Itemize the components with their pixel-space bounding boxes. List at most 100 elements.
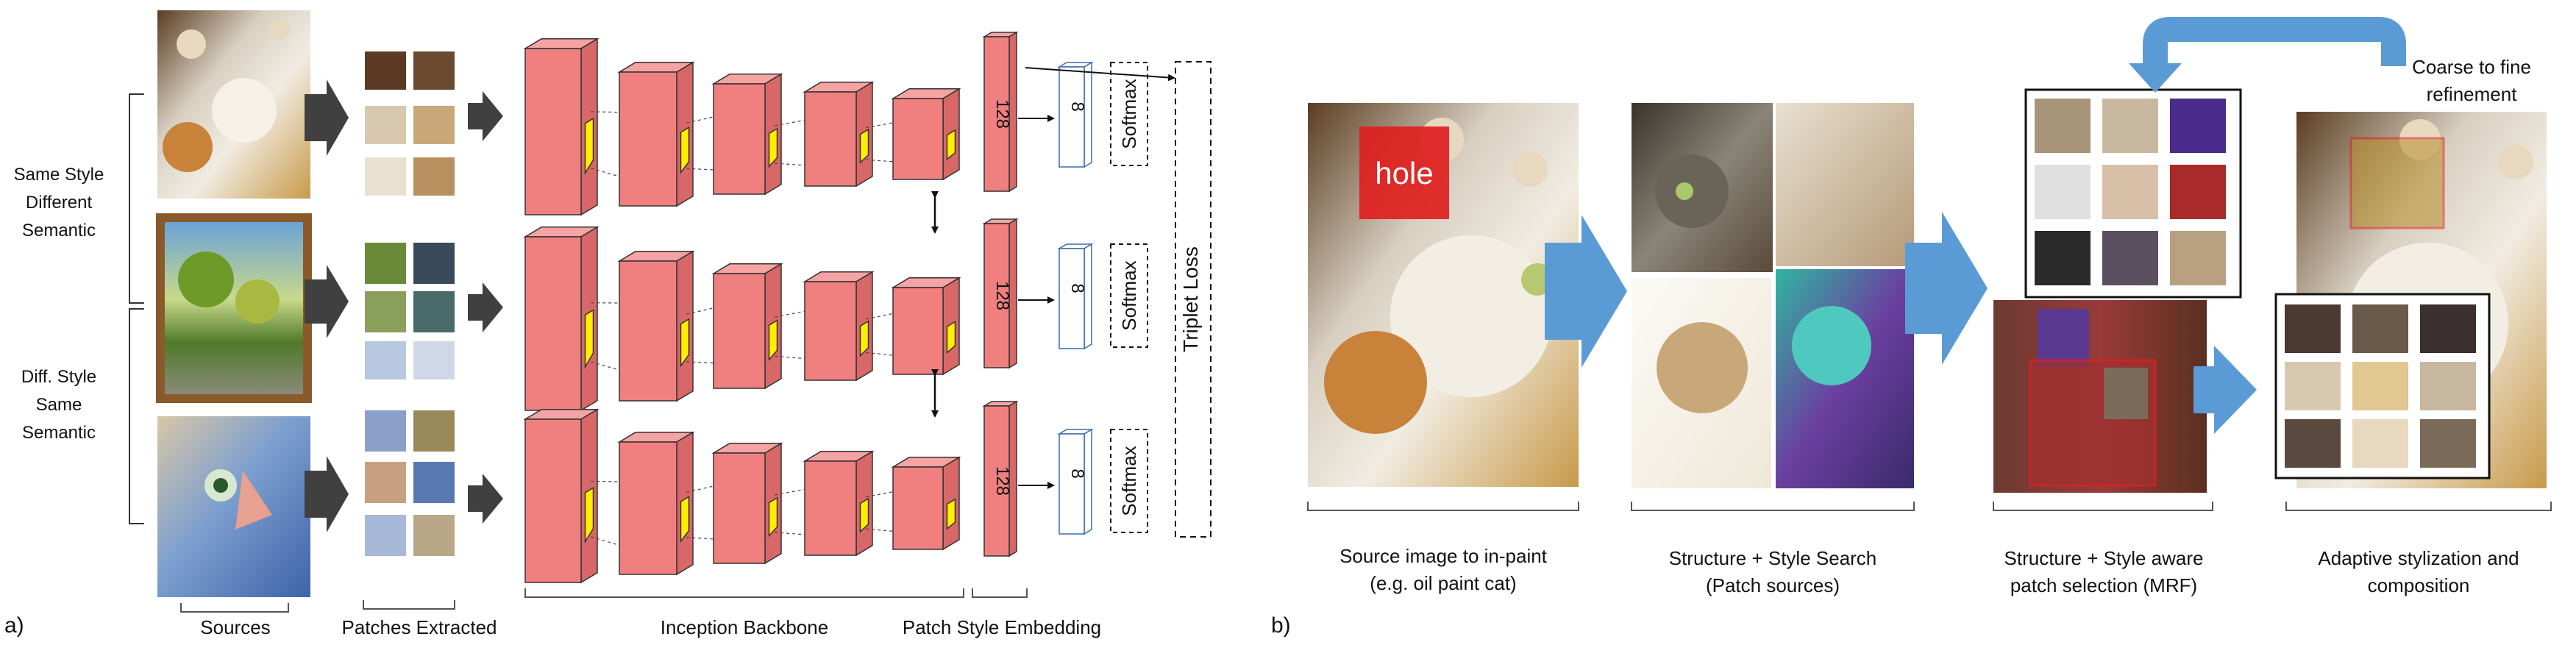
embedding-dim-label-2: 128 [992, 281, 1012, 310]
head-block-2: 8 [1057, 243, 1094, 350]
softmax-label-1: Softmax [1118, 79, 1140, 149]
softmax-label-3: Softmax [1118, 446, 1140, 516]
caption-selection-line-2: patch selection (MRF) [2010, 574, 2197, 596]
composition-grid [2274, 293, 2491, 479]
backbone-row-1-block-4 [803, 81, 875, 188]
conv-kernel [584, 117, 594, 176]
embedding-to-loss-line [1025, 67, 1175, 82]
composition-patch [2420, 419, 2476, 468]
same-style-line-1: Same Style [14, 165, 104, 185]
conv-kernel [680, 126, 690, 174]
conv-kernel [680, 496, 690, 543]
triplet-loss-box: Triplet Loss [1175, 61, 1211, 538]
conv-kernel [946, 498, 956, 530]
triplet-loss-label: Triplet Loss [1179, 246, 1202, 352]
conv-kernel [859, 497, 869, 533]
hole-region [1359, 126, 1449, 219]
panel-a-tag: a) [4, 613, 24, 638]
embedding-dim-label-1: 128 [992, 99, 1012, 129]
conv-kernel [680, 318, 690, 368]
backbone-row-3-block-2 [617, 431, 695, 576]
head-dim-label-1: 8 [1067, 101, 1087, 111]
gray-arrow-5 [468, 282, 503, 332]
composition-patch [2285, 304, 2341, 353]
source-image-cat [157, 10, 310, 199]
caption-source-line-2: (e.g. oil paint cat) [1370, 572, 1516, 594]
embedding-dim-label-3: 128 [992, 466, 1012, 496]
candidate-patch [2102, 165, 2158, 219]
candidate-patches-grid [2024, 88, 2242, 299]
embedding-block-3: 128 [982, 400, 1019, 557]
gray-arrow-2 [305, 265, 349, 338]
panel-a: Same Style Different Semantic Diff. Styl… [4, 10, 1211, 638]
softmax-box-3: Softmax [1110, 429, 1148, 533]
label-patches-extracted: Patches Extracted [342, 616, 497, 638]
panel-b: b) hole [1271, 17, 2552, 638]
backbone-row-2-block-4 [803, 271, 875, 382]
panel-b-tag: b) [1271, 613, 1291, 638]
patches-row-1 [365, 51, 455, 196]
conv-kernel [768, 496, 778, 538]
refinement-arrow [2143, 17, 2406, 66]
embedding-block-2: 128 [982, 218, 1019, 369]
diff-style-line-2: Same [36, 395, 82, 415]
gray-arrow-4 [468, 91, 503, 141]
backbone-row-2-block-3 [711, 263, 783, 390]
conv-kernel [946, 321, 956, 354]
same-style-label: Same Style Different Semantic [14, 165, 104, 240]
refine-label-line-1: Coarse to fine [2412, 56, 2531, 78]
head-block-1: 8 [1057, 61, 1094, 168]
conv-kernel [859, 128, 869, 164]
candidate-patch [2035, 165, 2091, 219]
candidate-patch [2035, 99, 2091, 153]
refinement-arrow-head [2129, 63, 2182, 93]
backbone-row-1-block-1 [523, 38, 599, 216]
backbone-row-3-block-3 [711, 442, 783, 565]
inception-backbone [523, 38, 961, 584]
source-image-blue-cat [157, 416, 310, 597]
candidate-patch [2170, 165, 2226, 219]
softmax-box-1: Softmax [1110, 62, 1148, 166]
softmax-label-2: Softmax [1118, 260, 1140, 330]
caption-search-line-1: Structure + Style Search [1669, 547, 1877, 569]
blue-arrow-2 [1905, 212, 1988, 365]
conv-kernel [768, 319, 778, 361]
backbone-row-1-block-5 [891, 88, 961, 181]
panel-a-section-brackets [180, 588, 1028, 613]
same-style-line-3: Semantic [22, 221, 96, 240]
backbone-row-3-block-1 [523, 408, 599, 584]
mrf-selection-image [1993, 300, 2207, 493]
gray-arrow-3 [305, 456, 349, 532]
candidate-patch [2170, 99, 2226, 153]
softmax-box-2: Softmax [1110, 243, 1148, 348]
caption-source-line-1: Source image to in-paint [1339, 545, 1548, 567]
backbone-row-3-block-4 [803, 450, 875, 557]
label-sources: Sources [200, 616, 270, 638]
search-results [1632, 103, 1914, 488]
diff-style-bracket [129, 308, 144, 524]
conv-kernel [584, 309, 594, 369]
candidate-patch [2170, 231, 2226, 285]
backbone-row-1-block-2 [617, 61, 695, 207]
backbone-row-2-block-2 [617, 250, 695, 402]
patches-row-3 [365, 410, 455, 556]
gray-arrow-1 [305, 79, 349, 156]
diff-style-label: Diff. Style Same Semantic [21, 367, 96, 443]
composition-patch [2352, 304, 2408, 353]
patches-row-2 [365, 243, 455, 379]
composition-patch [2352, 362, 2408, 410]
embedding-block-1: 128 [982, 31, 1019, 193]
blue-arrow-3 [2193, 346, 2257, 434]
blue-arrow-1 [1545, 215, 1627, 368]
panel-b-brackets [1307, 502, 2552, 511]
diff-style-line-3: Semantic [22, 423, 96, 443]
candidate-patch [2102, 231, 2158, 285]
head-dim-label-2: 8 [1067, 283, 1087, 293]
composition-patch [2285, 419, 2341, 468]
backbone-row-3-block-5 [891, 456, 961, 551]
caption-selection-line-1: Structure + Style aware [2004, 547, 2204, 569]
composition-patch [2420, 304, 2476, 353]
same-style-line-2: Different [26, 193, 93, 213]
